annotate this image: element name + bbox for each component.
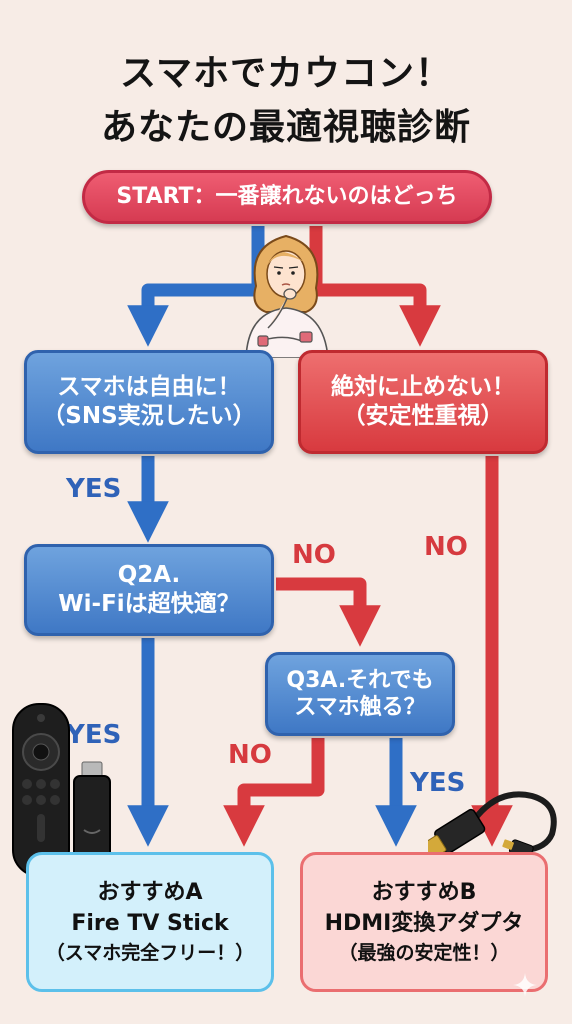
result-a-line2: Fire TV Stick <box>71 910 229 936</box>
result-a-line1: おすすめA <box>97 879 203 905</box>
result-a-line3: （スマホ完全フリー！） <box>45 941 255 964</box>
start-node: START：一番譲れないのはどっち <box>82 170 492 224</box>
arrow-start-to-nonstop <box>309 226 441 347</box>
thinking-woman-icon <box>245 234 329 358</box>
node-q2a-line2: Wi-Fiは超快適？ <box>58 591 240 617</box>
node-q3a-line1: Q3A.それでも <box>286 667 434 693</box>
arrow-q2a-no-to-q3a <box>276 577 381 647</box>
result-b-line1: おすすめB <box>371 879 477 905</box>
node-never-stop: 絶対に止めない！ （安定性重視） <box>298 350 548 454</box>
node-phone-freedom-line1: スマホは自由に！ <box>57 374 241 401</box>
label-no-q2a: NO <box>292 540 336 570</box>
node-q3a-line2: スマホ触る？ <box>294 695 426 720</box>
node-phone-freedom-line2: （SNS実況したい） <box>42 403 256 429</box>
title-line-2: あなたの最適視聴診断 <box>100 107 471 148</box>
result-b-line2: HDMI変換アダプタ <box>324 910 524 936</box>
sparkle-icon <box>513 973 537 997</box>
arrow-q3a-no-to-result-a <box>223 738 325 847</box>
node-phone-freedom: スマホは自由に！ （SNS実況したい） <box>24 350 274 454</box>
node-q2a: Q2A. Wi-Fiは超快適？ <box>24 544 274 636</box>
label-yes-q3a: YES <box>410 768 466 798</box>
node-q2a-line1: Q2A. <box>117 562 181 589</box>
label-no-right: NO <box>424 532 468 562</box>
node-q3a: Q3A.それでも スマホ触る？ <box>265 652 455 736</box>
result-a: おすすめA Fire TV Stick （スマホ完全フリー！） <box>26 852 274 992</box>
title-line-1: スマホでカウコン！ <box>120 53 452 94</box>
label-yes-q2a: YES <box>66 720 122 750</box>
node-never-stop-line2: （安定性重視） <box>342 403 504 429</box>
result-b: おすすめB HDMI変換アダプタ （最強の安定性！） <box>300 852 548 992</box>
label-no-q3a: NO <box>228 740 272 770</box>
label-yes-freedom: YES <box>66 474 122 504</box>
node-never-stop-line1: 絶対に止めない！ <box>331 374 515 401</box>
result-b-line3: （最強の安定性！） <box>338 941 510 964</box>
